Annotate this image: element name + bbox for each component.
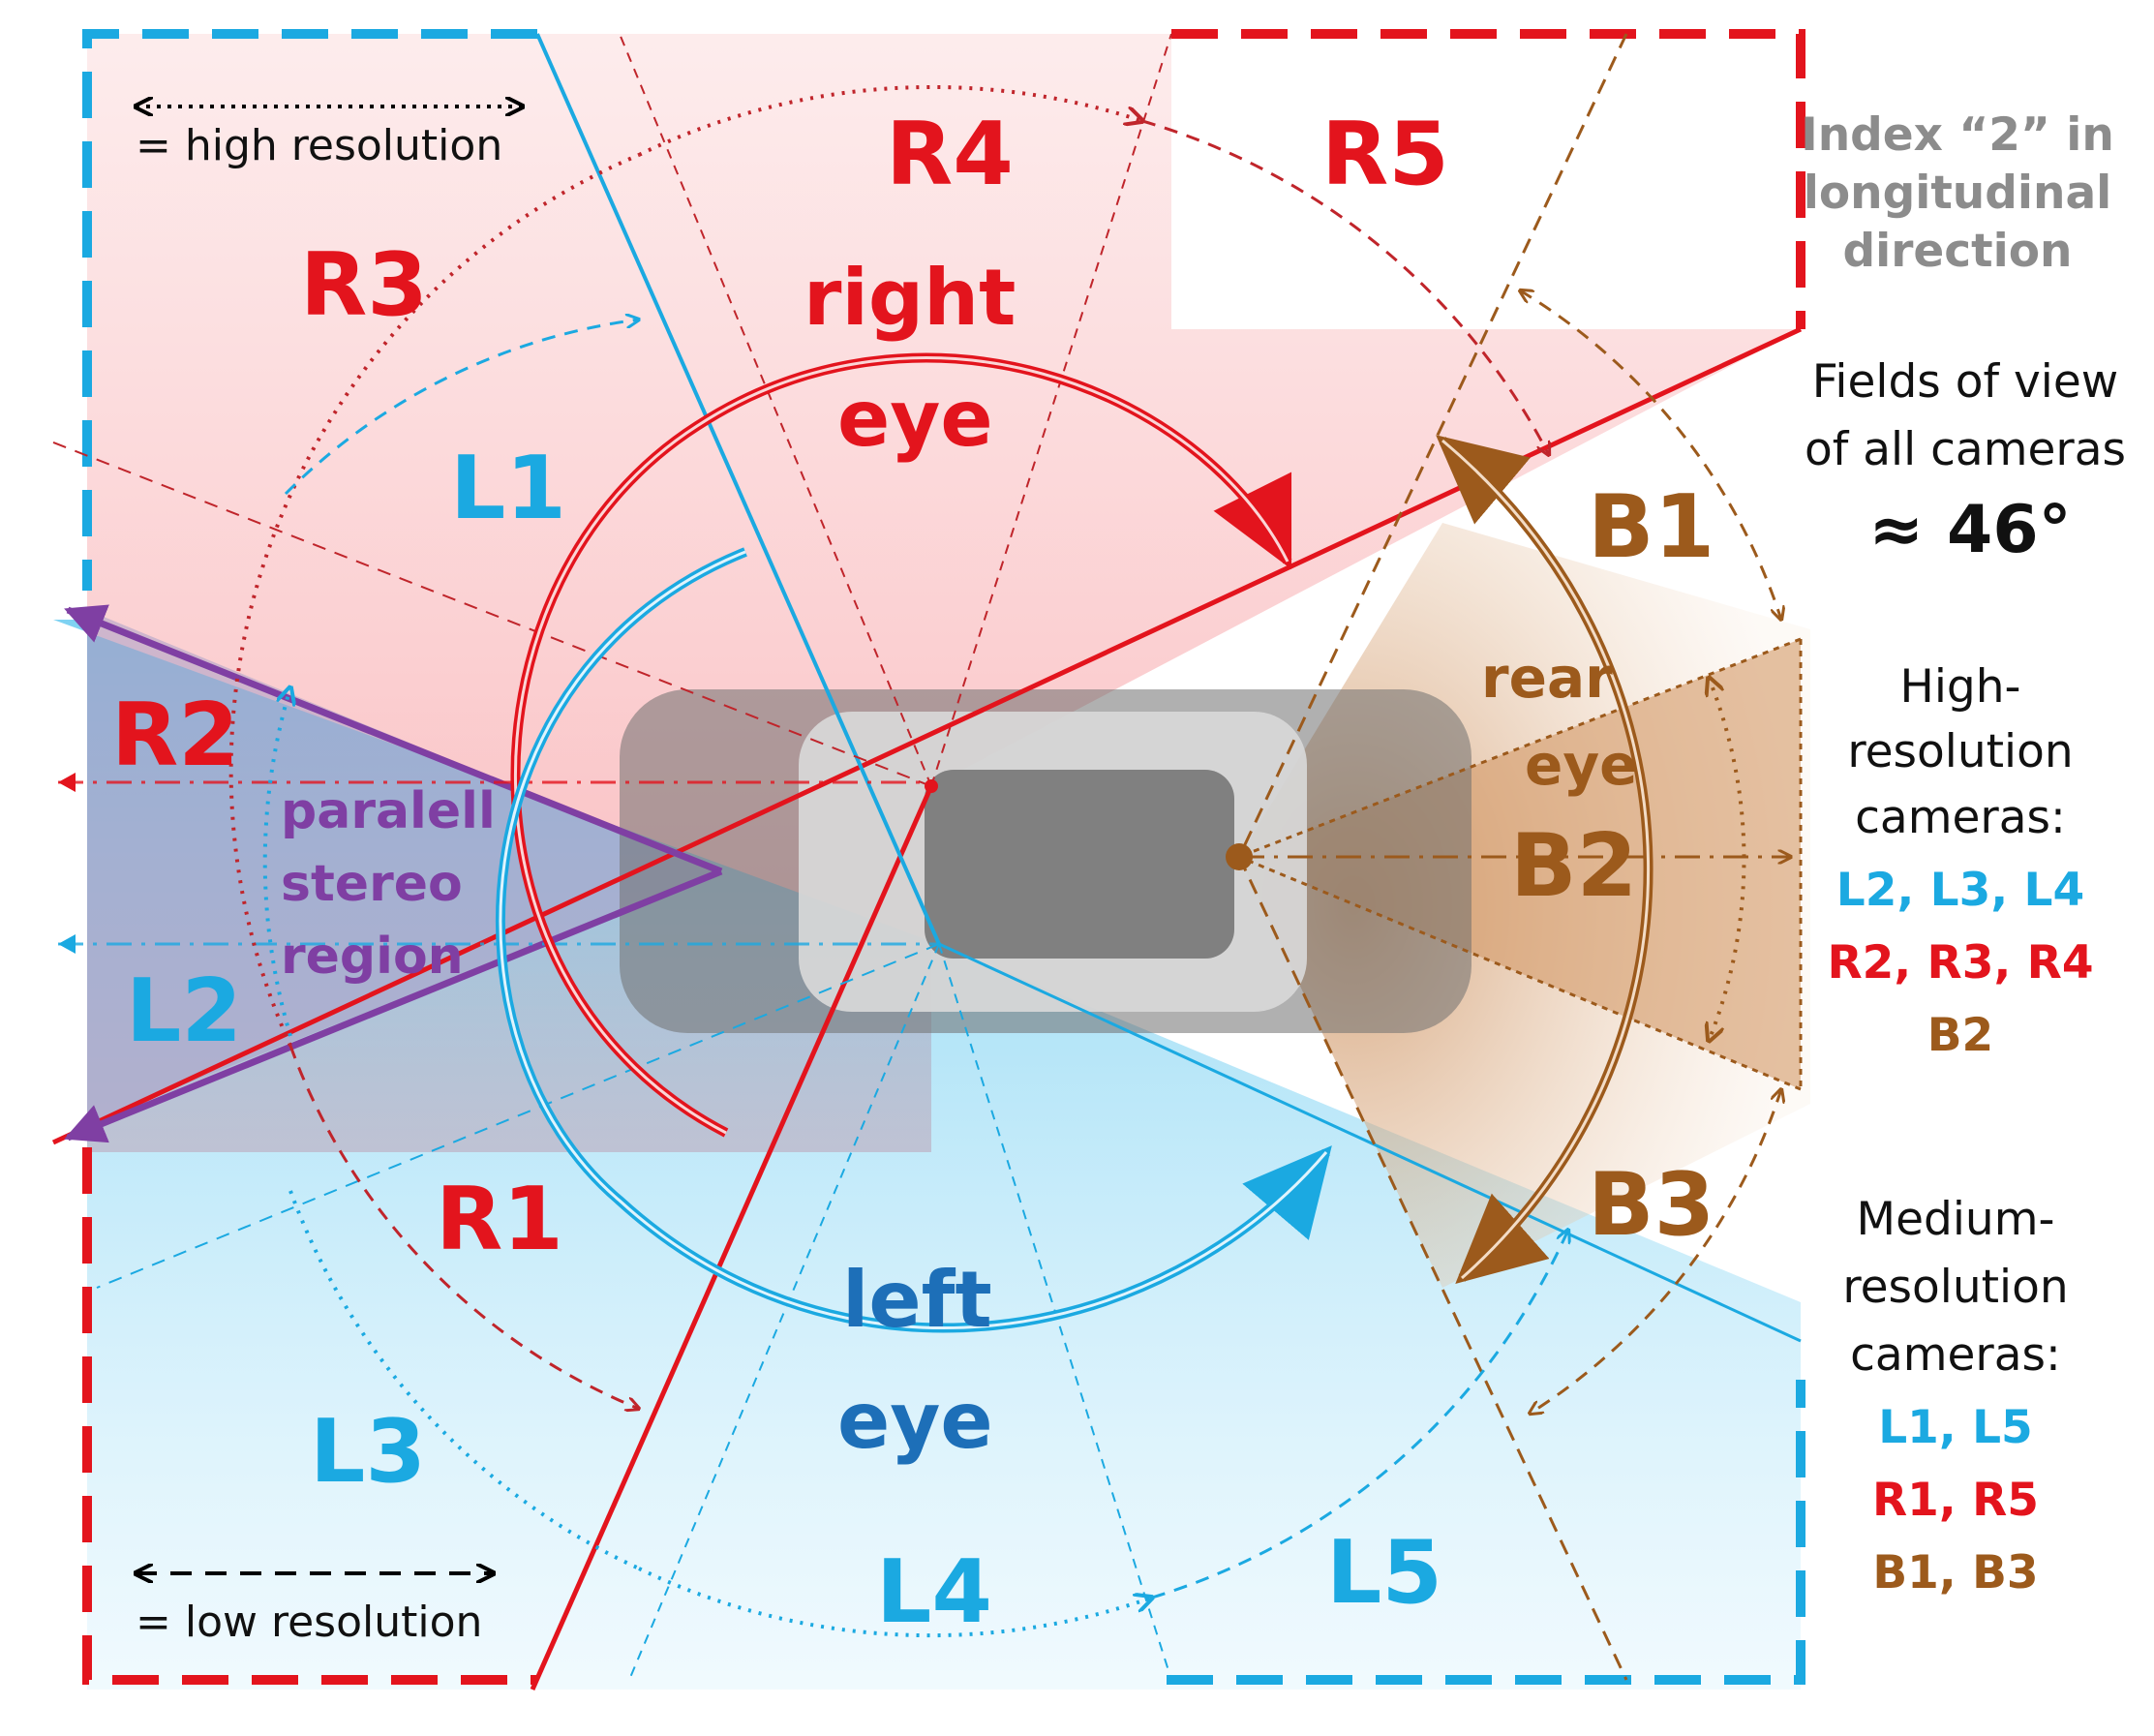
fov-value: ≈ 46°: [1868, 492, 2071, 568]
label-L2: L2: [126, 960, 242, 1062]
high-res-right-cameras: R2, R3, R4: [1827, 936, 2093, 990]
stereo-label-line2: stereo: [281, 855, 463, 913]
frame-lines: [82, 29, 1805, 1685]
stereo-region-shade: [87, 610, 721, 1123]
car: [620, 689, 1471, 1033]
label-B3: B3: [1588, 1154, 1714, 1256]
label-R3: R3: [300, 234, 428, 336]
stereo-label-line1: paralell: [281, 782, 496, 840]
high-res-heading-line2: resolution: [1847, 725, 2073, 778]
label-B2: B2: [1510, 815, 1637, 917]
left-eye-label-line1: left: [842, 1255, 992, 1345]
blue-edge-arrow: [58, 934, 76, 954]
medium-res-heading-line1: Medium-: [1857, 1193, 2055, 1246]
rear-camera-dot: [1226, 843, 1253, 870]
label-R1: R1: [436, 1169, 563, 1270]
high-res-heading-line3: cameras:: [1855, 791, 2066, 844]
angle-arcs: [228, 84, 1781, 1638]
medium-res-heading-line2: resolution: [1842, 1261, 2068, 1314]
fov-caption-line2: of all cameras: [1805, 423, 2126, 476]
label-B1: B1: [1588, 476, 1714, 578]
medium-res-heading-line3: cameras:: [1850, 1328, 2061, 1382]
label-L5: L5: [1326, 1522, 1442, 1624]
right-eye-label-line1: right: [804, 253, 1016, 343]
index-note-line2: longitudinal: [1804, 167, 2112, 220]
legend-high-resolution: = high resolution: [136, 121, 502, 170]
high-res-left-cameras: L2, L3, L4: [1836, 864, 2084, 917]
rear-eye-label-line1: rear: [1481, 645, 1613, 711]
label-L3: L3: [310, 1401, 426, 1503]
label-R2: R2: [111, 685, 239, 786]
left-eye-label-line2: eye: [837, 1376, 993, 1466]
right-eye-label-line2: eye: [837, 374, 993, 464]
side-notes: Index “2” in longitudinal direction Fiel…: [1801, 108, 2126, 1599]
eye-sweep-arrows: [496, 352, 1653, 1333]
right-camera-dot: [925, 779, 938, 793]
medium-res-back-cameras: B1, B3: [1872, 1546, 2038, 1599]
sector-labels: R4 R5 R3 R2 R1 L1 L2 L3 L4 L5 B1 B2 B3: [111, 104, 1714, 1643]
red-edge-arrow: [58, 773, 76, 792]
medium-res-left-cameras: L1, L5: [1878, 1401, 2033, 1454]
legend: = high resolution = low resolution: [136, 107, 523, 1647]
label-R5: R5: [1321, 104, 1449, 205]
legend-low-resolution: = low resolution: [136, 1598, 482, 1647]
label-L1: L1: [450, 438, 566, 539]
high-res-back-cameras: B2: [1927, 1009, 1994, 1062]
rear-eye-label-line2: eye: [1525, 732, 1637, 798]
eye-labels: right eye left eye rear eye: [804, 253, 1637, 1466]
medium-res-right-cameras: R1, R5: [1872, 1474, 2039, 1527]
label-L4: L4: [876, 1541, 992, 1643]
fov-caption-line1: Fields of view: [1812, 355, 2118, 409]
index-note-line3: direction: [1843, 225, 2073, 278]
index-note-line1: Index “2” in: [1801, 108, 2114, 162]
stereo-label: paralell stereo region: [281, 782, 496, 986]
high-res-heading-line1: High-: [1900, 660, 2021, 714]
label-R4: R4: [886, 104, 1014, 205]
stereo-label-line3: region: [281, 928, 464, 986]
